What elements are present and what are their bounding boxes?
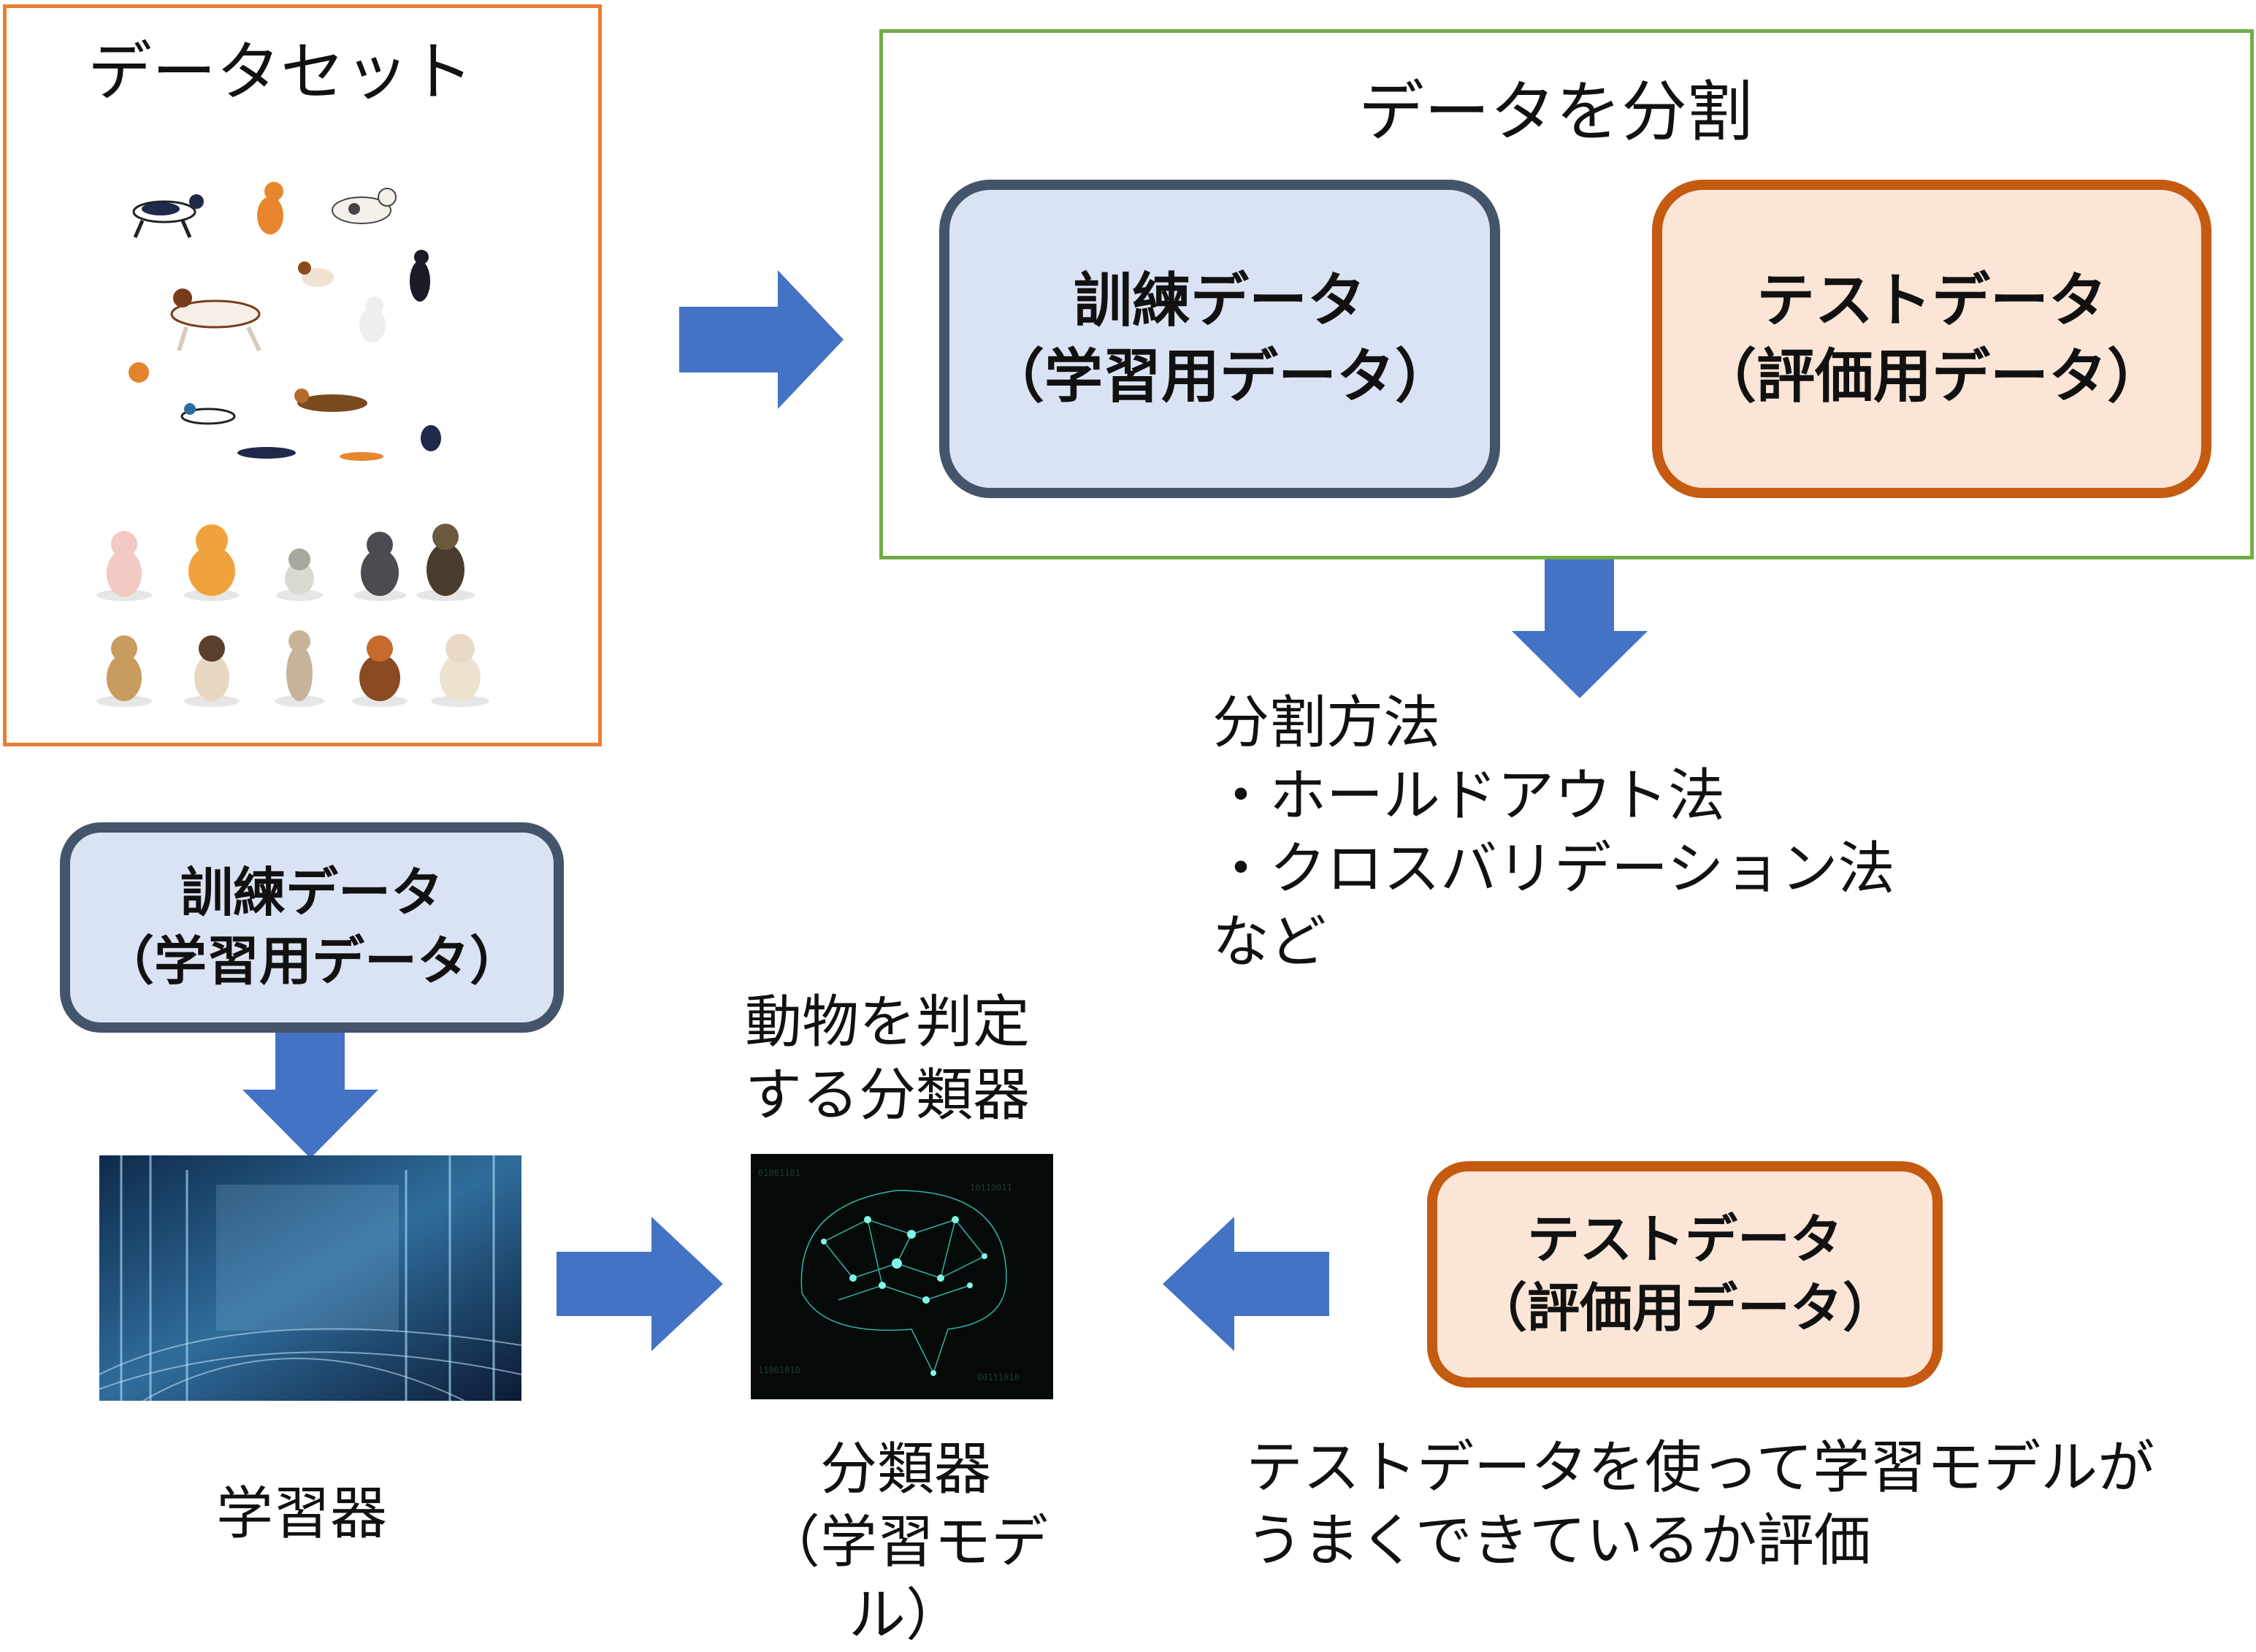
svg-text:00111010: 00111010 (977, 1372, 1020, 1383)
cat-figure (352, 635, 408, 707)
dog-figure (359, 297, 386, 343)
test-data-box-2: テストデータ （評価用データ） (1427, 1161, 1943, 1388)
method-cross-validation: ・クロスバリデーション法 (1212, 836, 1895, 902)
dog-figure (332, 188, 397, 224)
classifier-brain-image: 01001101 10110011 11001010 00111010 (751, 1154, 1053, 1399)
dataset-title: データセット (88, 34, 474, 110)
train-data-label: 訓練データ (1074, 267, 1366, 334)
cat-figure (96, 531, 152, 601)
dataset-panel (3, 4, 602, 746)
cat-figure (96, 635, 152, 707)
dog-figure (294, 389, 367, 412)
cat-row-2 (96, 630, 489, 707)
classifier-label: 分類器 （学習モデル） (723, 1433, 1088, 1652)
split-methods: 分割方法 ・ホールドアウト法 ・クロスバリデーション法 など (1212, 687, 1894, 979)
dog-figure (129, 362, 149, 383)
cat-illustrations (96, 524, 489, 707)
arrow-split-to-methods (1512, 559, 1648, 698)
classifier-caption: 動物を判定 する分類器 (745, 986, 1030, 1132)
cat-figure (275, 630, 324, 707)
train-data-box: 訓練データ （学習用データ） (939, 180, 1500, 498)
dog-figure (257, 182, 283, 234)
dog-figure (237, 425, 441, 461)
dog-figure (180, 403, 236, 425)
cat-figure (184, 635, 240, 707)
arrow-train-to-learner (242, 1033, 378, 1158)
train-data-sublabel-2: （学習用データ） (101, 930, 522, 992)
test-data-label: テストデータ (1756, 267, 2107, 334)
dog-figure (170, 288, 261, 352)
classifier-caption-line2: する分類器 (745, 1063, 1031, 1128)
test-data-sublabel-2: （評価用データ） (1474, 1277, 1895, 1339)
arrow-learner-to-classifier (557, 1217, 723, 1351)
svg-text:11001010: 11001010 (758, 1365, 800, 1375)
cat-figure (184, 524, 240, 601)
split-methods-heading: 分割方法 (1212, 690, 1441, 756)
arrow-dataset-to-split (679, 270, 844, 409)
learner-label: 学習器 (216, 1481, 388, 1547)
cat-figure (353, 532, 406, 601)
evaluation-note: テストデータを使って学習モデルが うまくできているか評価 (1246, 1431, 2154, 1578)
svg-text:10110011: 10110011 (970, 1182, 1012, 1193)
test-data-label-2: テストデータ (1526, 1209, 1843, 1271)
dog-figure (298, 261, 334, 287)
cat-figure (276, 548, 323, 601)
train-data-label-2: 訓練データ (180, 862, 443, 924)
evaluation-note-line2: うまくできているか評価 (1246, 1508, 1871, 1574)
test-data-sublabel: （評価用データ） (1698, 343, 2165, 410)
dog-figure (410, 250, 430, 302)
learner-image (99, 1155, 522, 1401)
cat-figure (416, 524, 475, 601)
classifier-label-line2: （学習モデル） (762, 1510, 1048, 1648)
cat-row-1 (96, 524, 475, 601)
classifier-caption-line1: 動物を判定 (745, 990, 1031, 1055)
train-data-sublabel: （学習用データ） (986, 343, 1453, 410)
methods-etc: など (1212, 909, 1327, 975)
arrow-test-to-classifier (1163, 1217, 1329, 1351)
evaluation-note-line1: テストデータを使って学習モデルが (1246, 1435, 2155, 1501)
method-holdout: ・ホールドアウト法 (1212, 763, 1726, 829)
split-title: データを分割 (1358, 74, 1753, 150)
dog-figure (132, 194, 204, 238)
train-data-box-2: 訓練データ （学習用データ） (60, 822, 564, 1033)
cat-figure (431, 634, 489, 707)
test-data-box: テストデータ （評価用データ） (1652, 180, 2211, 498)
dog-illustrations (129, 182, 441, 461)
svg-text:01001101: 01001101 (758, 1168, 800, 1178)
classifier-label-line1: 分類器 (819, 1437, 991, 1502)
